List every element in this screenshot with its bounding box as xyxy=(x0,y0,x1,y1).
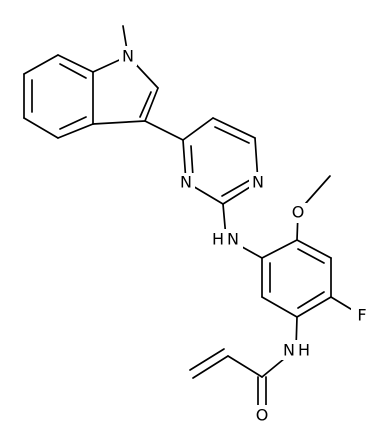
atom-n-pyrimidine-left: N xyxy=(180,173,192,192)
bond-carbonyl-vinyl xyxy=(227,355,263,378)
bond-benz-inner-1 xyxy=(59,63,87,79)
atom-n-amine: N xyxy=(227,230,239,249)
bond-benz-c7a-c7 xyxy=(57,54,94,73)
bond-aryl-c1-c2 xyxy=(261,239,298,259)
atom-labels: N N N O H N F N H O xyxy=(122,47,367,425)
bond-indole-pyrimidine xyxy=(144,120,184,141)
bond-benz-c7-c6 xyxy=(23,54,59,75)
bond-indole-c2-c3-single xyxy=(144,87,159,122)
bond-aryl-c2-c3 xyxy=(296,239,332,259)
atom-n-amide: N xyxy=(283,341,295,360)
bond-vinyl-double-1 xyxy=(192,355,229,379)
bond-indole-c3-c3a xyxy=(92,120,146,125)
bond-pyr-n1-c2-inner xyxy=(221,179,251,197)
bond-aryl-c2-c3-inner xyxy=(297,248,325,264)
bond-pyr-c5-c6-inner xyxy=(214,126,250,144)
bond-aryl-c4-c5 xyxy=(296,296,332,318)
bond-pyr-n3-c4-inner xyxy=(190,145,194,178)
bond-pyr-c4-c5 xyxy=(182,117,214,141)
bond-benz-c5-c4 xyxy=(23,117,59,139)
bond-aryl-c5-c6 xyxy=(261,296,298,318)
atom-h-amide: H xyxy=(298,341,310,360)
atom-h-amine: H xyxy=(212,230,224,249)
bond-benz-inner-3 xyxy=(59,116,87,130)
bond-vinyl-double-2 xyxy=(189,348,225,371)
bond-aryl-c4-c5-inner xyxy=(297,291,325,309)
atom-o-methoxy: O xyxy=(292,203,305,222)
bond-indole-c2-c3-double xyxy=(139,91,152,118)
bond-benz-c4-c3a xyxy=(57,123,94,139)
atom-n-indole: N xyxy=(122,47,134,66)
bond-pyr-c5-c6 xyxy=(212,117,256,139)
label-masks xyxy=(119,46,369,425)
atom-f: F xyxy=(357,306,366,325)
atom-n-pyrimidine-right: N xyxy=(252,173,264,192)
atom-o-carbonyl: O xyxy=(256,406,269,425)
